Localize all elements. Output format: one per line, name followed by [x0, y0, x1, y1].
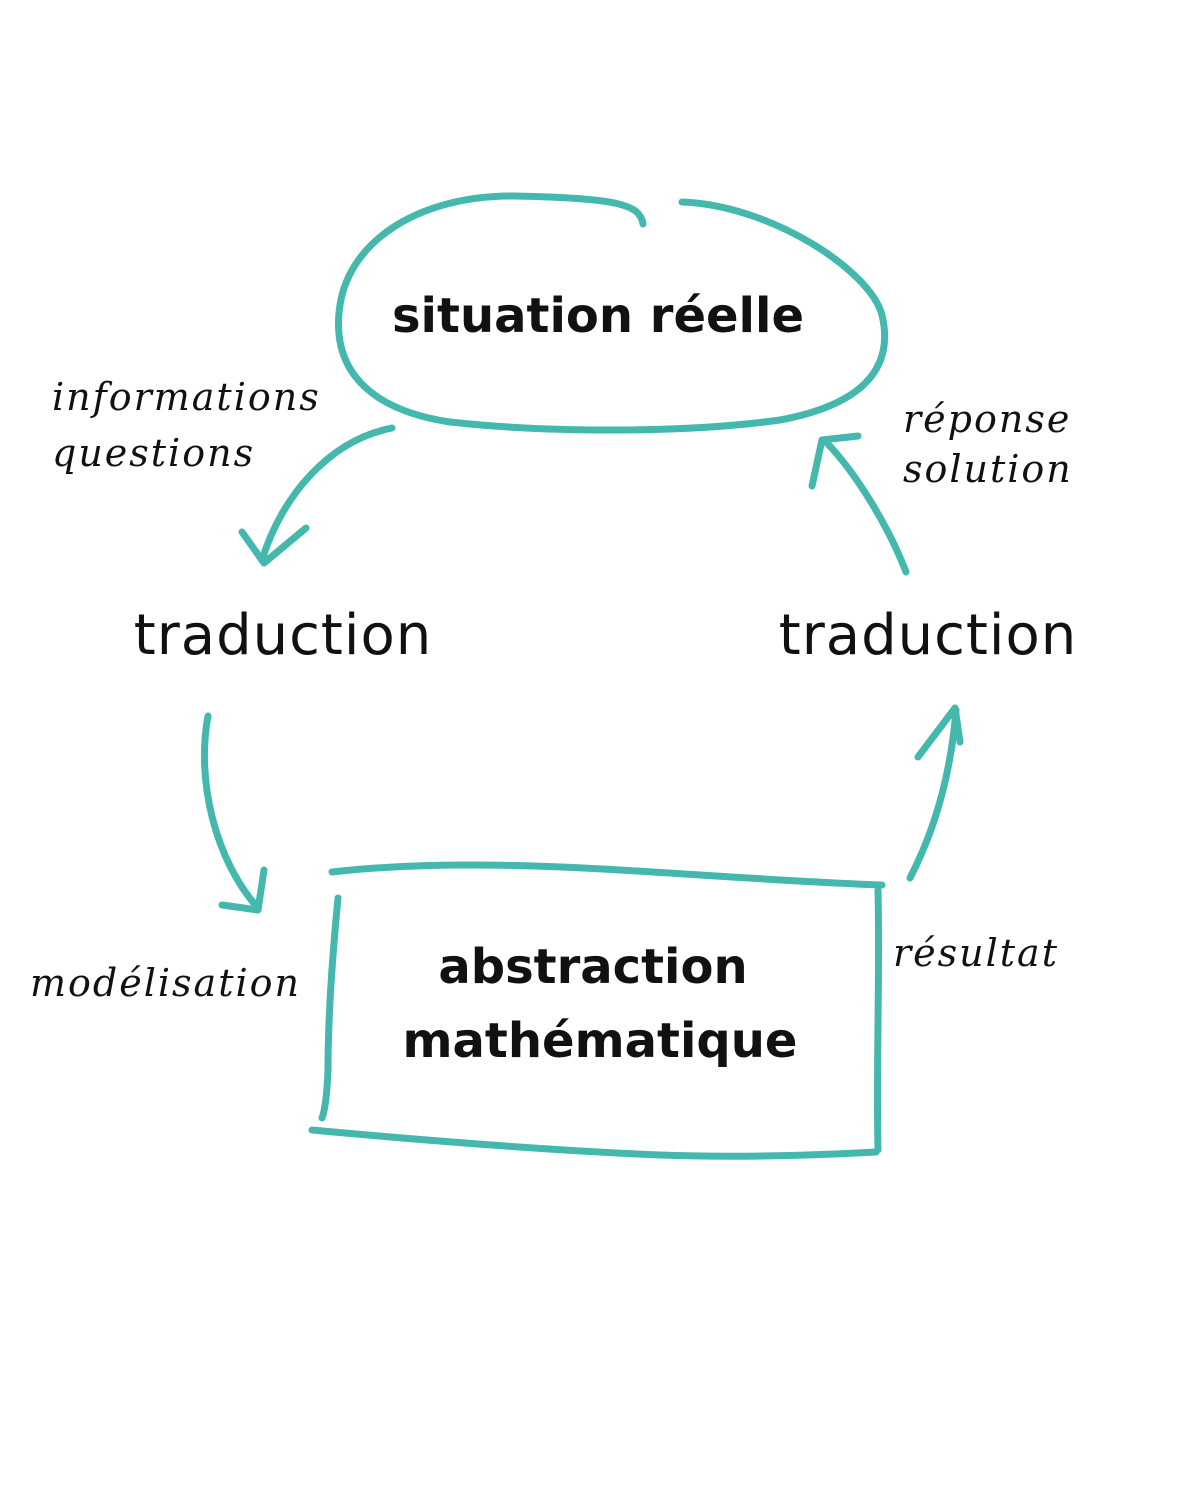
- arrow-abstraction-to-right-traduction: [906, 704, 964, 882]
- situation-node-outline: [335, 192, 889, 434]
- abstraction-node-label-line2: mathématique: [403, 1013, 798, 1069]
- note-informations: informations: [52, 375, 321, 419]
- note-resultat: résultat: [893, 931, 1059, 975]
- arrow-head: [808, 432, 862, 490]
- abstraction-node-left-edge: [318, 894, 342, 1122]
- arrow-shaft: [200, 712, 262, 912]
- abstraction-node-right-edge: [873, 886, 883, 1154]
- arrow-situation-to-left-traduction: [238, 424, 396, 567]
- note-questions: questions: [52, 431, 255, 475]
- situation-node-label: situation réelle: [392, 288, 804, 344]
- left-traduction-label: traduction: [134, 603, 432, 668]
- situation-node: situation réelle: [335, 192, 889, 434]
- note-reponse: réponse: [903, 397, 1071, 441]
- abstraction-node: abstraction mathématique: [308, 861, 886, 1160]
- note-modelisation: modélisation: [30, 961, 301, 1005]
- arrow-shaft: [906, 706, 960, 882]
- abstraction-node-bottom-edge: [308, 1126, 880, 1160]
- arrow-head: [914, 704, 964, 761]
- arrow-left-traduction-to-abstraction: [200, 712, 268, 914]
- arrow-head: [218, 866, 268, 914]
- right-traduction-label: traduction: [779, 603, 1077, 668]
- arrow-shaft: [822, 438, 910, 576]
- arrow-shaft: [258, 424, 396, 564]
- abstraction-node-top-edge: [328, 861, 886, 889]
- abstraction-node-label-line1: abstraction: [438, 939, 747, 995]
- arrow-head: [238, 524, 310, 567]
- note-solution: solution: [903, 447, 1073, 491]
- arrow-right-traduction-to-situation: [808, 432, 910, 576]
